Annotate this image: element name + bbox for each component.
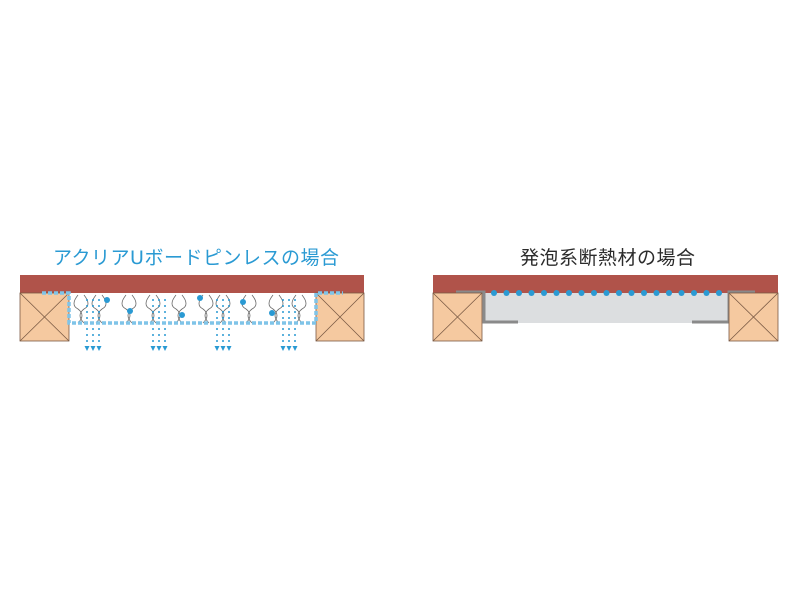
vapor-path-dots — [86, 299, 296, 319]
right-diagram-title: 発泡系断熱材の場合 — [520, 247, 696, 269]
left-diagram — [19, 275, 365, 351]
right-joist-right — [728, 292, 779, 342]
right-joist-left — [432, 292, 483, 342]
drain-arrow-group-3 — [214, 328, 232, 351]
drain-arrows — [84, 328, 298, 351]
left-floor-board — [20, 275, 364, 293]
breathable-sheet-outline — [42, 291, 343, 325]
left-joist-left — [19, 292, 70, 342]
condensation-dots — [491, 290, 722, 296]
drain-arrow-group-1 — [84, 328, 102, 351]
left-diagram-title: アクリアUボードピンレスの場合 — [53, 247, 340, 269]
moisture-dots — [104, 295, 275, 318]
foam-frame-left — [456, 290, 518, 324]
right-floor-board — [433, 275, 778, 293]
drain-arrow-group-2 — [150, 328, 168, 351]
right-diagram — [432, 275, 779, 342]
drain-arrow-group-4 — [280, 328, 298, 351]
left-joist-right — [315, 292, 365, 342]
foam-board — [485, 293, 728, 323]
